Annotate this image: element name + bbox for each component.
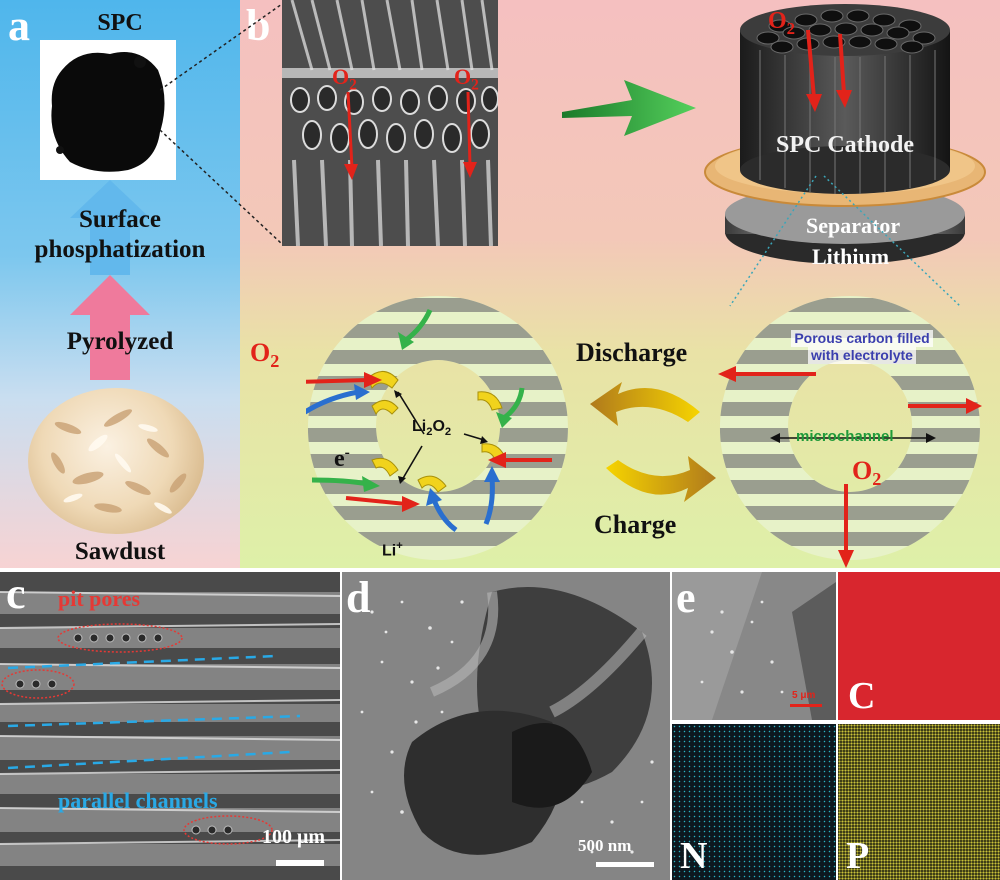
right-o2-label: O2: [852, 456, 882, 490]
discharge-label: Discharge: [576, 338, 688, 367]
li2o2-label: Li2O2: [412, 418, 452, 439]
map-carbon: C: [838, 572, 1000, 720]
separator-label: Separator: [806, 213, 901, 238]
green-arrow-icon: [562, 80, 696, 136]
spc-title: SPC: [97, 10, 143, 36]
ring-discharge: [306, 296, 568, 560]
panel-d: d 500 nm: [342, 572, 670, 880]
cycle-arrows-icon: [590, 382, 716, 502]
map-carbon-label: C: [848, 675, 876, 717]
panel-b-label: b: [246, 1, 271, 50]
map-nitrogen: N: [672, 724, 836, 880]
parallel-channels-label: parallel channels: [58, 788, 218, 813]
left-o2-label: O2: [250, 338, 280, 372]
panel-c: c pit pores parallel channels 100 μm: [0, 572, 340, 880]
spc-photo: [40, 40, 176, 180]
spc-cathode-3d: [704, 4, 986, 264]
li-ion-label: Li+: [382, 540, 403, 560]
panel-e-label: e: [676, 573, 696, 622]
sem-o2-left: O2: [332, 64, 357, 94]
porous-note-line1: Porous carbon filled: [791, 330, 933, 347]
sem-o2-right: O2: [454, 64, 479, 94]
porous-note: Porous carbon filled with electrolyte: [752, 330, 972, 364]
panel-a-label: a: [8, 1, 30, 50]
panel-a: a SPC Surface phosphatization Pyrolyzed: [0, 0, 240, 568]
right-o2-arrow: [838, 550, 854, 568]
panel-e-sem: e 5 μm: [672, 572, 836, 720]
step-surface-phosphatization: Surface phosphatization: [34, 206, 206, 263]
map-phosphorus: P: [838, 724, 1000, 880]
map-phosphorus-label: P: [846, 835, 870, 877]
ring-zoom-lines: [729, 175, 961, 307]
panel-c-label: c: [6, 572, 26, 618]
electron-label: e-: [334, 444, 350, 472]
step-pyrolyzed: Pyrolyzed: [66, 328, 174, 355]
sawdust-title: Sawdust: [74, 538, 166, 565]
sem-cross-section: O2 O2: [282, 0, 498, 246]
zoom-lines: [160, 3, 283, 245]
lithium-label: Lithium: [812, 244, 890, 269]
panel-c-scale-bar: 100 μm: [262, 826, 325, 848]
panel-d-label: d: [346, 573, 371, 622]
panel-d-scale-bar: 500 nm: [578, 836, 632, 855]
porous-note-line2: with electrolyte: [808, 347, 916, 364]
sawdust-photo: [28, 388, 204, 534]
pit-pores-label: pit pores: [58, 586, 141, 611]
charge-label: Charge: [594, 510, 677, 539]
panel-b: b: [160, 0, 1000, 568]
map-nitrogen-label: N: [680, 835, 708, 877]
spc-cathode-label: SPC Cathode: [776, 132, 915, 158]
microchannel-label: microchannel: [796, 428, 894, 445]
cathode-o2-label: O2: [768, 8, 796, 38]
panel-e-scale-bar: 5 μm: [792, 690, 816, 701]
process-arrows: [70, 180, 150, 380]
